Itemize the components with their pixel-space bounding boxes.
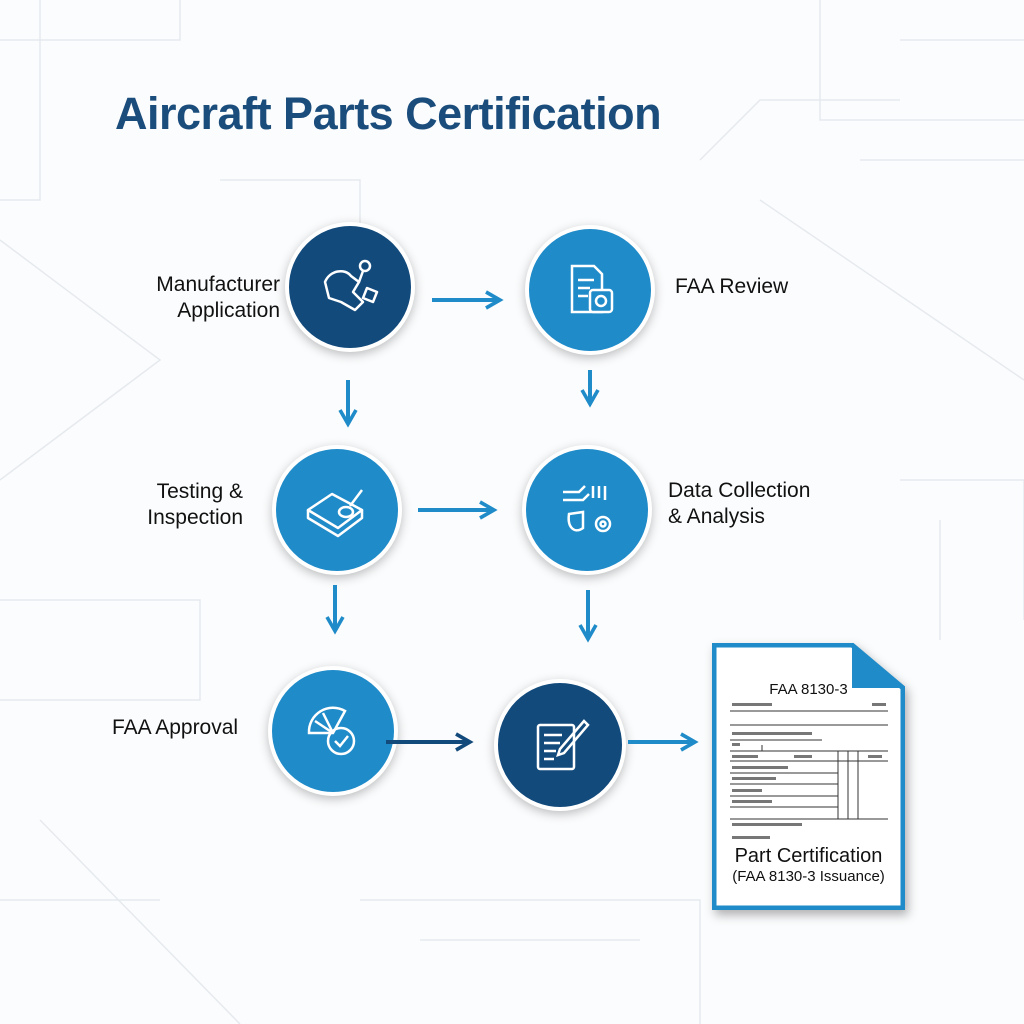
step-document-signing [494, 679, 626, 811]
hand-stamp-icon [323, 259, 379, 312]
document-sign-icon [536, 719, 590, 771]
label-testing-inspection: Testing &Inspection [147, 480, 243, 529]
step-manufacturer-application [285, 222, 415, 352]
step-faa-review [525, 225, 655, 355]
form-title: FAA 8130-3 [769, 681, 848, 698]
step-testing-inspection [272, 445, 402, 575]
step-faa-approval [268, 666, 398, 796]
label-faa-review: FAA Review [675, 275, 789, 298]
approval-gauge-icon [307, 706, 356, 756]
certificate-caption: Part Certification [734, 845, 883, 867]
step-data-collection-analysis [522, 445, 652, 575]
page-title: Aircraft Parts Certification [115, 88, 662, 139]
document-page-icon [712, 643, 905, 910]
part-inspection-icon [306, 489, 364, 538]
label-data-collection-analysis: Data Collection& Analysis [668, 479, 811, 528]
faa-8130-3-certificate: FAA 8130-3 Part Certification (FAA 8130-… [712, 643, 905, 910]
data-analysis-icon [563, 485, 612, 533]
document-review-icon [570, 264, 614, 314]
label-faa-approval: FAA Approval [112, 716, 239, 739]
certificate-subcaption: (FAA 8130-3 Issuance) [732, 868, 885, 885]
